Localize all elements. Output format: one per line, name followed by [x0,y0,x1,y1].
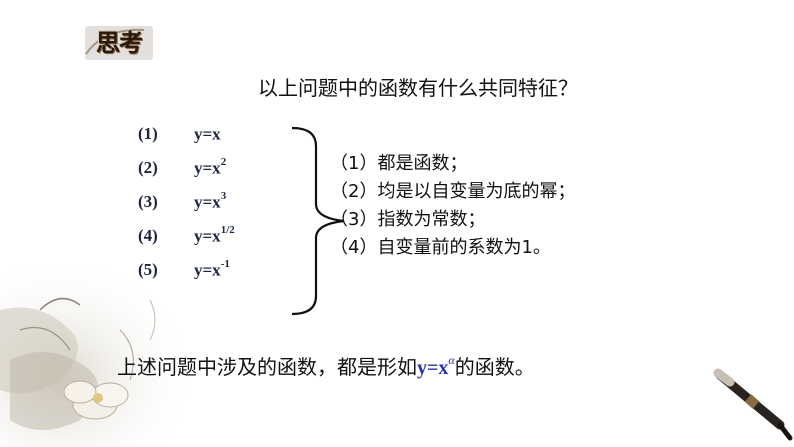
example-exponent: 2 [220,156,227,168]
summary-text: 上述问题中涉及的函数，都是形如y=xα的函数。 [117,351,535,380]
example-base: y=x [194,192,221,212]
function-example-row: (4) y=x1/2 [138,222,298,256]
example-number: (1) [138,124,158,143]
flower-painting-image [0,270,200,447]
curly-brace-icon [291,126,345,316]
question-text: 以上问题中的函数有什么共同特征？ [258,76,578,100]
function-example-row: (3) y=x3 [138,188,298,222]
example-exponent: -1 [220,258,230,270]
function-example-row: (5) y=x-1 [138,256,298,290]
title-badge: 思考 [84,24,154,62]
example-function: y=x2 [194,156,227,179]
example-base: y=x [194,226,221,246]
function-example-row: (2) y=x2 [138,154,298,188]
example-number: (5) [138,260,158,279]
badge-label: 思考 [96,28,143,57]
example-function: y=x3 [194,190,227,213]
feature-item: （1）都是函数； [330,153,468,174]
summary-formula: y=xα [417,353,455,379]
feature-item: （4）自变量前的系数为1。 [330,237,551,258]
example-base: y=x [194,124,221,144]
formula-exponent: α [448,353,455,368]
features-list: （1）都是函数； （2）均是以自变量为底的幂； （3）指数为常数； （4）自变量前的系… [330,150,575,262]
example-number: (2) [138,158,158,177]
formula-base: y=x [417,357,449,379]
example-function: y=x [194,124,221,145]
summary-suffix: 的函数。 [454,355,535,379]
ink-brush-image [713,368,793,441]
example-exponent: 3 [220,190,227,202]
example-base: y=x [194,158,221,178]
feature-item: （2）均是以自变量为底的幂； [330,181,576,202]
example-number: (3) [138,192,158,211]
example-number: (4) [138,226,158,245]
example-exponent: 1/2 [220,224,235,236]
feature-item: （3）指数为常数； [330,209,486,230]
summary-prefix: 上述问题中涉及的函数，都是形如 [117,355,417,379]
example-function: y=x1/2 [194,224,235,247]
example-base: y=x [194,260,221,280]
badge-background [85,26,153,60]
function-example-row: (1) y=x [138,120,298,154]
example-function: y=x-1 [194,258,230,281]
function-examples-list: (1)y=x(2)y=x2(3)y=x3(4)y=x1/2(5)y=x-1 [138,120,298,290]
